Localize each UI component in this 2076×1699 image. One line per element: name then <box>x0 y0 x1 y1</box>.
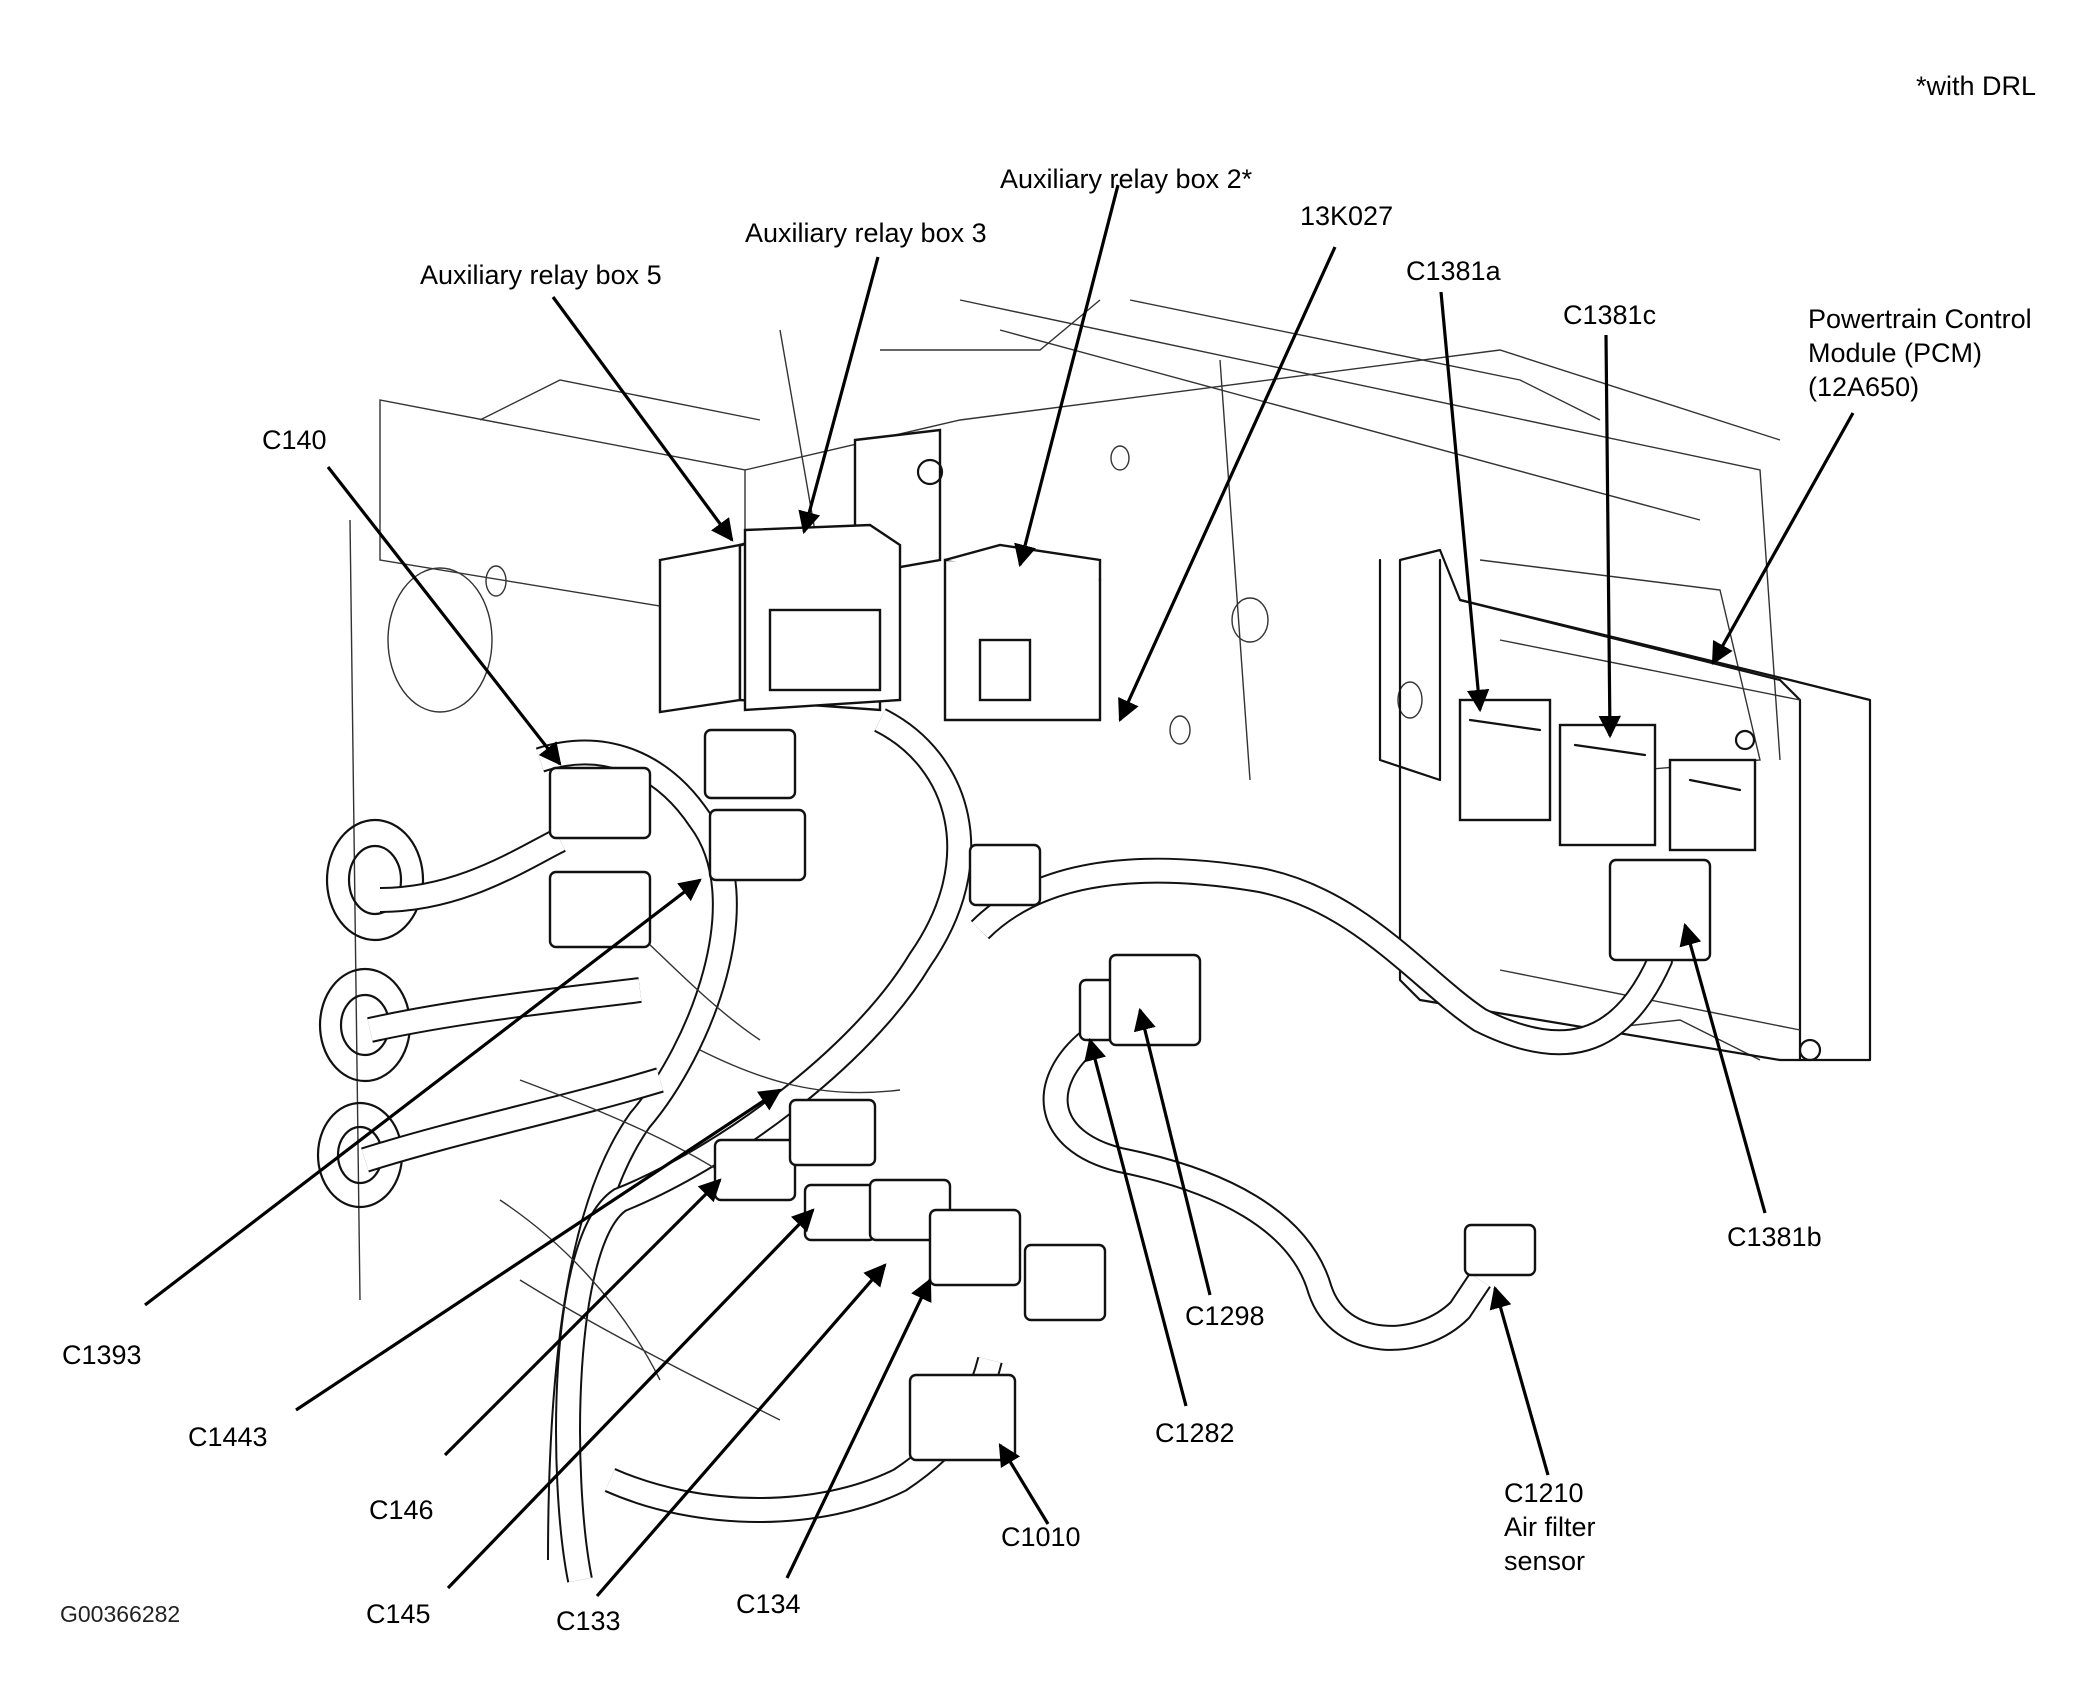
leader-lines <box>144 184 1855 1598</box>
connectors <box>548 728 1712 1462</box>
label-auxiliary-relay-box-5: Auxiliary relay box 5 <box>420 260 662 290</box>
label-c134: C134 <box>736 1589 801 1619</box>
label-c1282: C1282 <box>1155 1418 1235 1448</box>
label-c1381c: C1381c <box>1563 300 1657 330</box>
figure-id: G00366282 <box>60 1601 181 1627</box>
label-c1393: C1393 <box>62 1340 142 1370</box>
label-c1010: C1010 <box>1001 1522 1081 1552</box>
label-c1210-line3: sensor <box>1504 1546 1586 1576</box>
label-13k027: 13K027 <box>1300 201 1394 231</box>
label-c145: C145 <box>366 1599 431 1629</box>
relay-boxes <box>658 428 1102 722</box>
label-c1443: C1443 <box>188 1422 268 1452</box>
label-pcm-line2: Module (PCM) <box>1808 338 1983 368</box>
label-c1381a: C1381a <box>1406 256 1501 286</box>
label-c1210-line1: C1210 <box>1504 1478 1584 1508</box>
label-c140: C140 <box>262 425 327 455</box>
label-c133: C133 <box>556 1606 621 1636</box>
pcm-module <box>1378 548 1872 1062</box>
label-c1298: C1298 <box>1185 1301 1265 1331</box>
label-pcm-line3: (12A650) <box>1808 372 1920 402</box>
drl-footnote: *with DRL <box>1916 71 2037 101</box>
label-c146: C146 <box>369 1495 434 1525</box>
label-c1210-line2: Air filter <box>1504 1512 1596 1542</box>
wire-harness <box>361 708 1683 1583</box>
label-pcm-line1: Powertrain Control <box>1808 304 2032 334</box>
label-auxiliary-relay-box-3: Auxiliary relay box 3 <box>745 218 987 248</box>
label-auxiliary-relay-box-2: Auxiliary relay box 2* <box>1000 164 1253 194</box>
label-c1381b: C1381b <box>1727 1222 1822 1252</box>
